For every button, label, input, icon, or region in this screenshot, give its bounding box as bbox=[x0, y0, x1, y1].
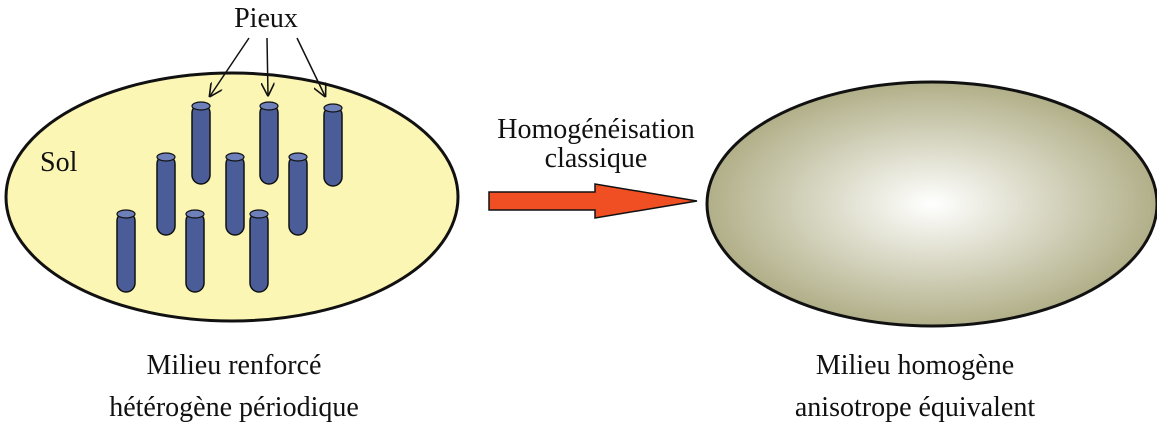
pile bbox=[191, 101, 211, 185]
process-label-line1: Homogénéisation bbox=[497, 114, 695, 145]
right-caption-line2: anisotrope équivalent bbox=[795, 392, 1035, 423]
right-caption-line1: Milieu homogène bbox=[816, 350, 1014, 381]
homogenization-arrow bbox=[488, 183, 698, 219]
process-label-line2: classique bbox=[545, 143, 648, 174]
left-caption-line1: Milieu renforcé bbox=[147, 350, 322, 381]
pile-pointer-arrows bbox=[210, 37, 325, 96]
piles-group bbox=[116, 101, 343, 293]
homogeneous-ellipse bbox=[705, 80, 1157, 328]
pile bbox=[288, 152, 308, 236]
pile bbox=[116, 209, 136, 293]
pile bbox=[156, 152, 176, 236]
left-caption-line2: hétérogène périodique bbox=[109, 392, 359, 423]
pile bbox=[259, 101, 279, 185]
pile bbox=[185, 209, 205, 293]
soil-label: Sol bbox=[40, 147, 78, 178]
pile bbox=[323, 103, 343, 187]
piles-label: Pieux bbox=[234, 3, 298, 34]
pile bbox=[249, 209, 269, 293]
pile bbox=[225, 152, 245, 236]
